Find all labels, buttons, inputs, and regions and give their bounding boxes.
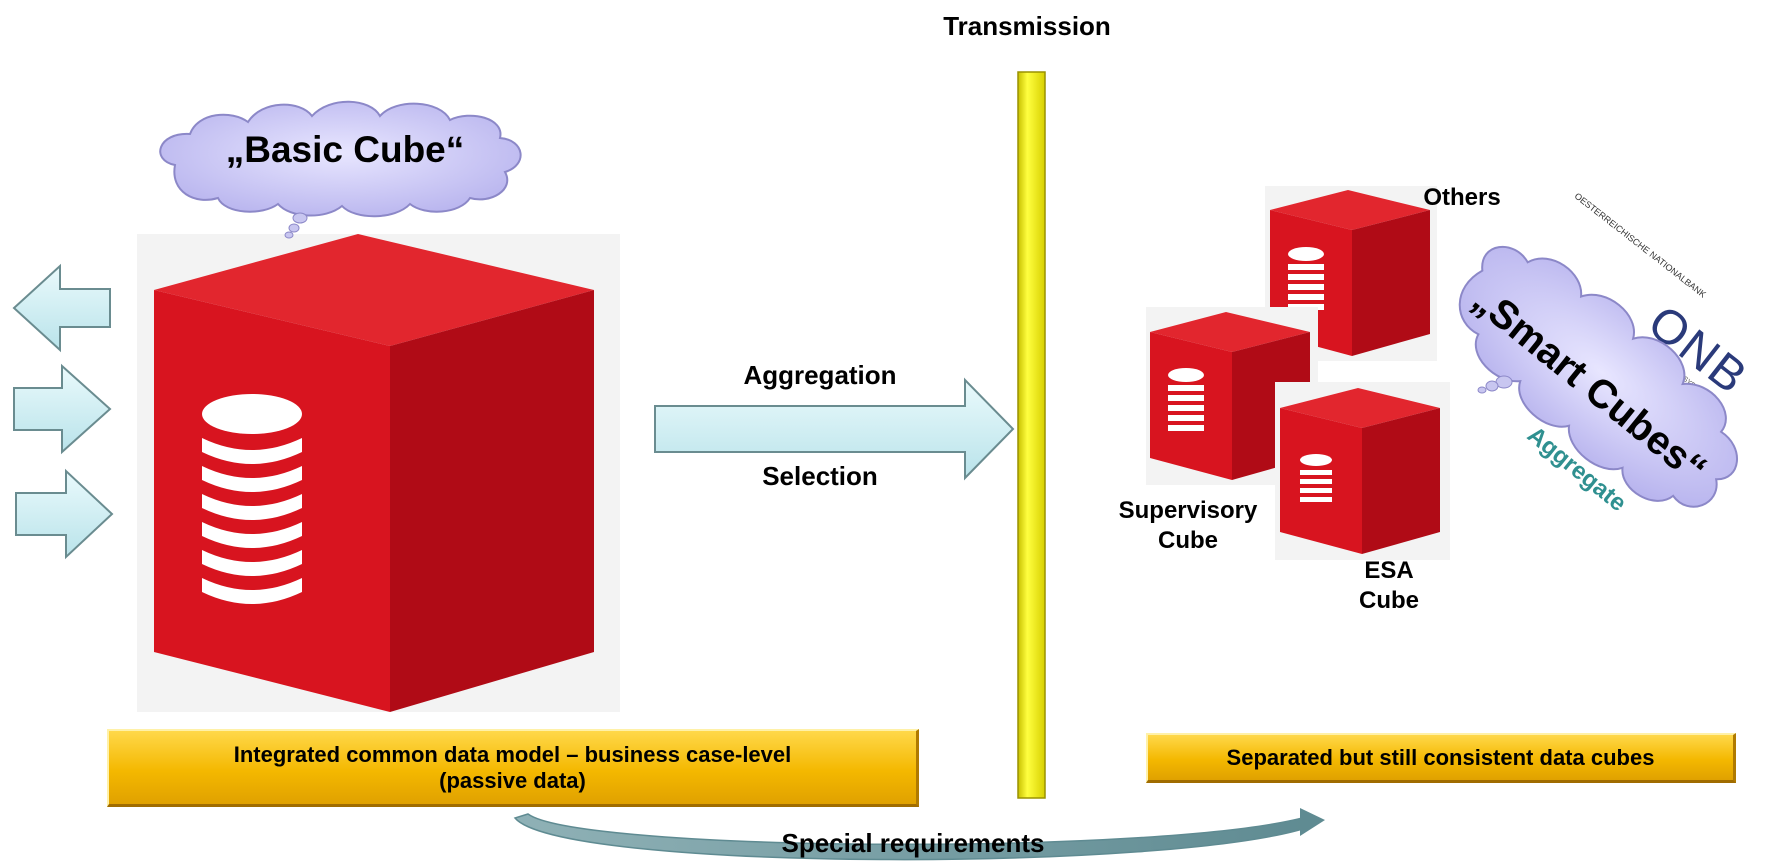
selection-label: Selection xyxy=(762,461,878,491)
arrow-out-icon xyxy=(12,263,111,353)
transmission-bar xyxy=(1017,71,1046,799)
left-arrows xyxy=(12,263,114,560)
curve-arrowhead-icon xyxy=(1300,808,1325,836)
esa-cube xyxy=(1275,382,1450,560)
right-banner-text: Separated but still consistent data cube… xyxy=(1226,744,1655,770)
database-icon xyxy=(202,394,302,604)
supervisory-cube xyxy=(1146,307,1318,485)
arrow-in-icon xyxy=(13,363,112,455)
right-banner: Separated but still consistent data cube… xyxy=(1146,733,1736,783)
supervisory-cube-label-line2: Cube xyxy=(1158,527,1218,554)
special-requirements-label: Special requirements xyxy=(782,828,1045,858)
left-banner-line2: (passive data) xyxy=(439,767,586,793)
basic-cube-cloud: „Basic Cube“ xyxy=(159,100,522,239)
left-banner-line1: Integrated common data model – business … xyxy=(233,741,792,767)
database-icon xyxy=(1300,454,1332,502)
supervisory-cube-label-line1: Supervisory xyxy=(1119,497,1258,524)
esa-cube-label-line1: ESA xyxy=(1364,557,1413,584)
aggregation-label: Aggregation xyxy=(743,360,896,390)
others-label: Others xyxy=(1423,184,1500,211)
esa-cube-label-line2: Cube xyxy=(1359,587,1419,614)
basic-cube-title: „Basic Cube“ xyxy=(226,129,465,170)
aggregation-arrow-icon xyxy=(654,377,1015,481)
left-banner: Integrated common data model – business … xyxy=(107,729,919,807)
basic-cube xyxy=(137,234,620,712)
database-icon xyxy=(1168,368,1204,431)
onb-logo-name: OESTERREICHISCHE NATIONALBANK xyxy=(1573,191,1708,300)
transmission-label: Transmission xyxy=(943,11,1111,41)
arrow-in-icon xyxy=(15,468,114,560)
